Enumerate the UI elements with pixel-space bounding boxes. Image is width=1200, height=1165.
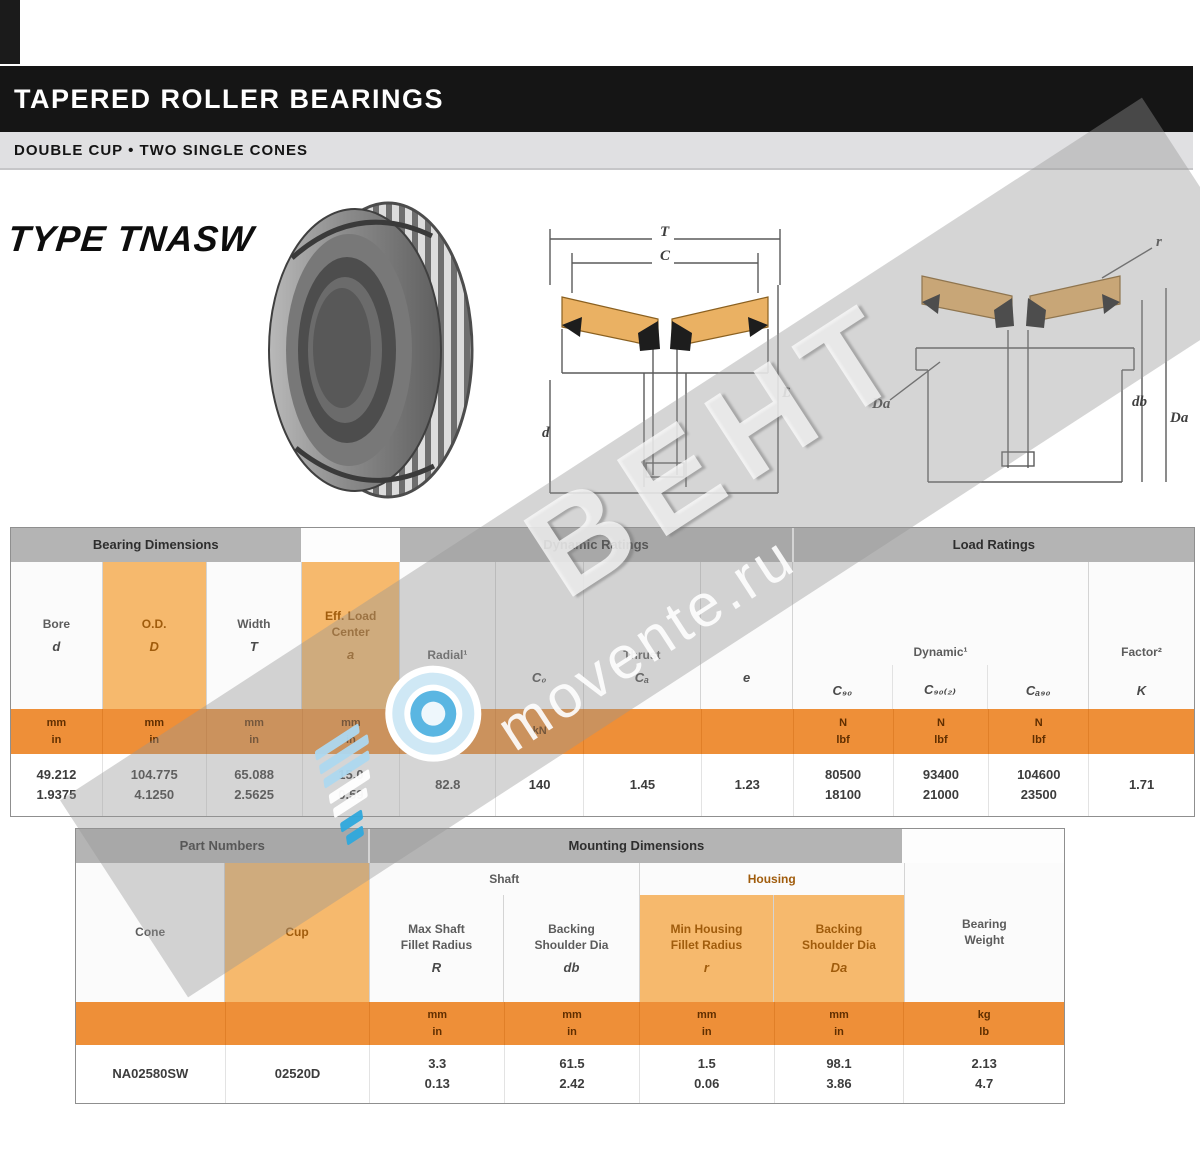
bearing-photo xyxy=(268,201,474,499)
col-shaft-fillet-radius: Max Shaft Fillet Radius R xyxy=(369,894,505,1002)
col-cone: Cone xyxy=(76,862,226,1002)
table-row: 49.212 1.9375 104.775 4.1250 65.088 2.56… xyxy=(11,754,1195,817)
dim-T: T xyxy=(660,225,670,240)
col-eff-load-center: Eff. Load Center a xyxy=(302,561,400,709)
page-title: TAPERED ROLLER BEARINGS xyxy=(14,83,445,114)
col-housing-fillet-radius: Min Housing Fillet Radius r xyxy=(639,894,775,1002)
col-shaft-backing-dia: Backing Shoulder Dia db xyxy=(504,894,639,1002)
page-subtitle: DOUBLE CUP • TWO SINGLE CONES xyxy=(14,141,308,159)
mounting-table: Part Numbers Mounting Dimensions Cone Cu… xyxy=(75,828,1065,1104)
band-bearing-dimensions: Bearing Dimensions xyxy=(11,528,303,562)
scan-corner-mark xyxy=(0,0,20,64)
col-cup: Cup xyxy=(225,862,370,1002)
col-factor-e: e xyxy=(701,561,793,709)
col-c0: C₀ xyxy=(495,561,584,709)
group-factor: Factor² K xyxy=(1089,561,1194,709)
table-row: NA02580SW 02520D 3.3 0.13 61.5 2.42 1.5 … xyxy=(76,1045,1065,1103)
dim-C: C xyxy=(660,248,671,264)
dim-r: r xyxy=(1156,234,1162,250)
dim-d: d xyxy=(542,425,550,441)
group-housing: Housing Min Housing Fillet Radius r Back… xyxy=(639,862,905,1002)
band-part-numbers: Part Numbers xyxy=(76,829,371,863)
col-c90: C₉₀ xyxy=(793,664,893,709)
dim-D: D xyxy=(781,385,790,401)
dim-Da-left: Da xyxy=(871,396,891,412)
dim-Da-right: Da xyxy=(1169,410,1189,426)
dim-db: db xyxy=(1132,394,1148,410)
bearing-type-label: TYPE TNASW xyxy=(5,218,257,259)
band-mounting-dimensions: Mounting Dimensions xyxy=(370,829,905,863)
page-subheader-bar: DOUBLE CUP • TWO SINGLE CONES xyxy=(0,132,1193,170)
col-radial-c1: Radial¹ C₁ xyxy=(400,561,496,709)
col-ca90: Cₐ₉₀ xyxy=(1025,682,1051,698)
col-bore: Bore d xyxy=(11,561,103,709)
col-bearing-weight: Bearing Weight xyxy=(904,862,1064,1002)
dimensions-ratings-table: Bearing Dimensions Dynamic Ratings Load … xyxy=(10,527,1195,817)
col-thrust-ca: Thrust Cₐ xyxy=(583,561,702,709)
group-shaft: Shaft Max Shaft Fillet Radius R Backing … xyxy=(369,862,640,1002)
units-row: mm in mm in mm in mm in kN kN N lbf N lb… xyxy=(11,708,1195,755)
band-dynamic-ratings: Dynamic Ratings xyxy=(400,528,794,562)
page-header-bar: TAPERED ROLLER BEARINGS xyxy=(0,66,1193,132)
units-row-2: mm in mm in mm in mm in kg lb xyxy=(76,1001,1065,1046)
col-c90-2: C₉₀₍₂₎ xyxy=(893,664,989,709)
section-diagram: T C d D xyxy=(542,225,790,494)
col-width: Width T xyxy=(206,561,303,709)
mounting-diagram: Da r db Da xyxy=(871,234,1189,483)
col-housing-backing-dia: Backing Shoulder Dia Da xyxy=(774,894,904,1002)
col-factor-k: K xyxy=(1136,682,1147,698)
band-load-ratings: Load Ratings xyxy=(793,528,1195,562)
col-od: O.D. D xyxy=(102,561,207,709)
group-dynamic-ratings: Dynamic¹ C₉₀ C₉₀₍₂₎ Cₐ₉₀ xyxy=(793,561,1089,709)
